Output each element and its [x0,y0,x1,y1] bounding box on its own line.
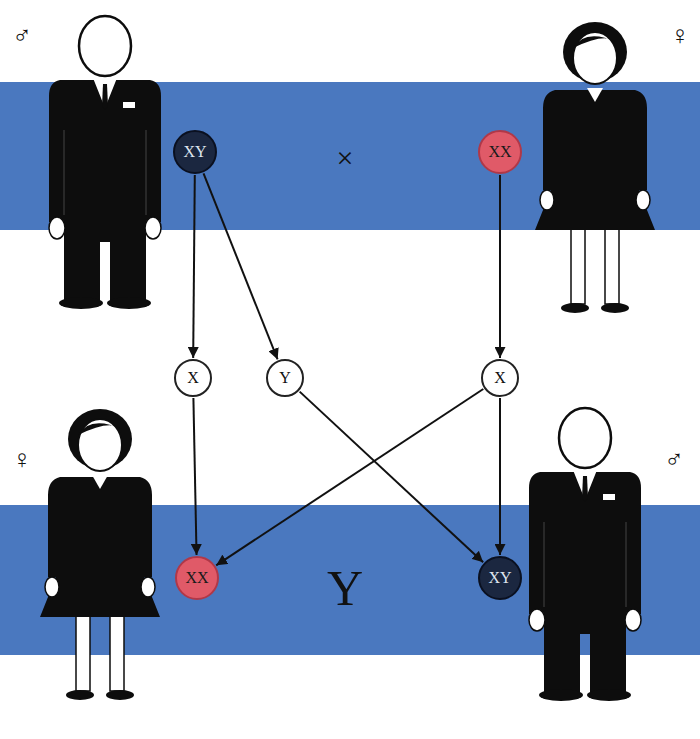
arrow-connector [193,175,195,358]
chromosome-text: XX [488,144,511,160]
genotype-circle: XY [173,130,217,174]
generation-letter: Y [327,563,363,613]
arrow-connector [499,398,501,555]
arrow-connector [204,173,278,359]
chromosome-text: XY [183,144,206,160]
chromosome-text: XY [488,570,511,586]
sex-symbol: ♂ [12,23,32,49]
arrow-connector [499,175,501,358]
woman-figure [535,22,655,313]
gamete-circle: Y [266,359,304,397]
arrow-connector [300,392,484,563]
chromosome-text: X [187,370,199,386]
sex-symbol: ♀ [670,23,690,49]
woman-figure [40,409,160,700]
arrow-connector [193,398,196,555]
gamete-circle: X [481,359,519,397]
chromosome-text: X [494,370,506,386]
genotype-circle: XY [478,556,522,600]
man-figure [49,16,161,309]
genotype-circle: XX [478,130,522,174]
sex-symbol: ♂ [664,447,684,473]
chromosome-text: XX [185,570,208,586]
figures [40,16,655,701]
chromosome-text: Y [279,370,291,386]
sex-symbol: ♀ [12,447,32,473]
arrow-connector [216,389,483,565]
man-figure [529,408,641,701]
genotype-circle: XX [175,556,219,600]
gamete-circle: X [174,359,212,397]
cross-sign: × [337,143,354,173]
